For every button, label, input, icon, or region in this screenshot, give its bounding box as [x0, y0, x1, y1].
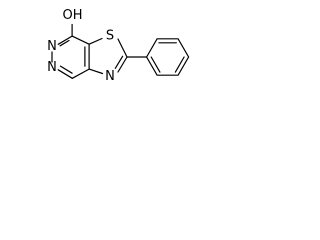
bond-c7-n6-second — [59, 39, 70, 47]
molecule-structure: OH S N N N — [47, 8, 190, 84]
atom-label-n-thiazole: N — [105, 69, 115, 84]
bond-s-c2 — [117, 38, 128, 58]
bond-n5-c4 — [57, 69, 73, 79]
phenyl-double-2 — [174, 56, 185, 73]
bond-c2-n3-second — [114, 55, 124, 69]
atom-label-oh: OH — [62, 8, 82, 23]
atom-label-n-upper: N — [47, 39, 57, 54]
atom-label-n-lower: N — [47, 60, 57, 75]
phenyl-double-3 — [150, 56, 161, 73]
bonds — [51, 23, 190, 79]
phenyl-ring — [145, 38, 190, 76]
bond-n5-c4-second — [59, 65, 73, 74]
bond-c7-n6 — [57, 35, 73, 45]
bond-n3-c3a — [88, 68, 104, 75]
atom-label-s: S — [106, 29, 114, 44]
bond-c7a-c7 — [71, 35, 90, 45]
bond-c2-n3 — [117, 56, 128, 73]
bond-c4-c3a — [71, 68, 90, 79]
molecule-canvas: OH S N N N — [0, 0, 206, 117]
atom-labels: OH S N N N — [47, 8, 115, 84]
bond-c7a-s — [88, 37, 103, 45]
